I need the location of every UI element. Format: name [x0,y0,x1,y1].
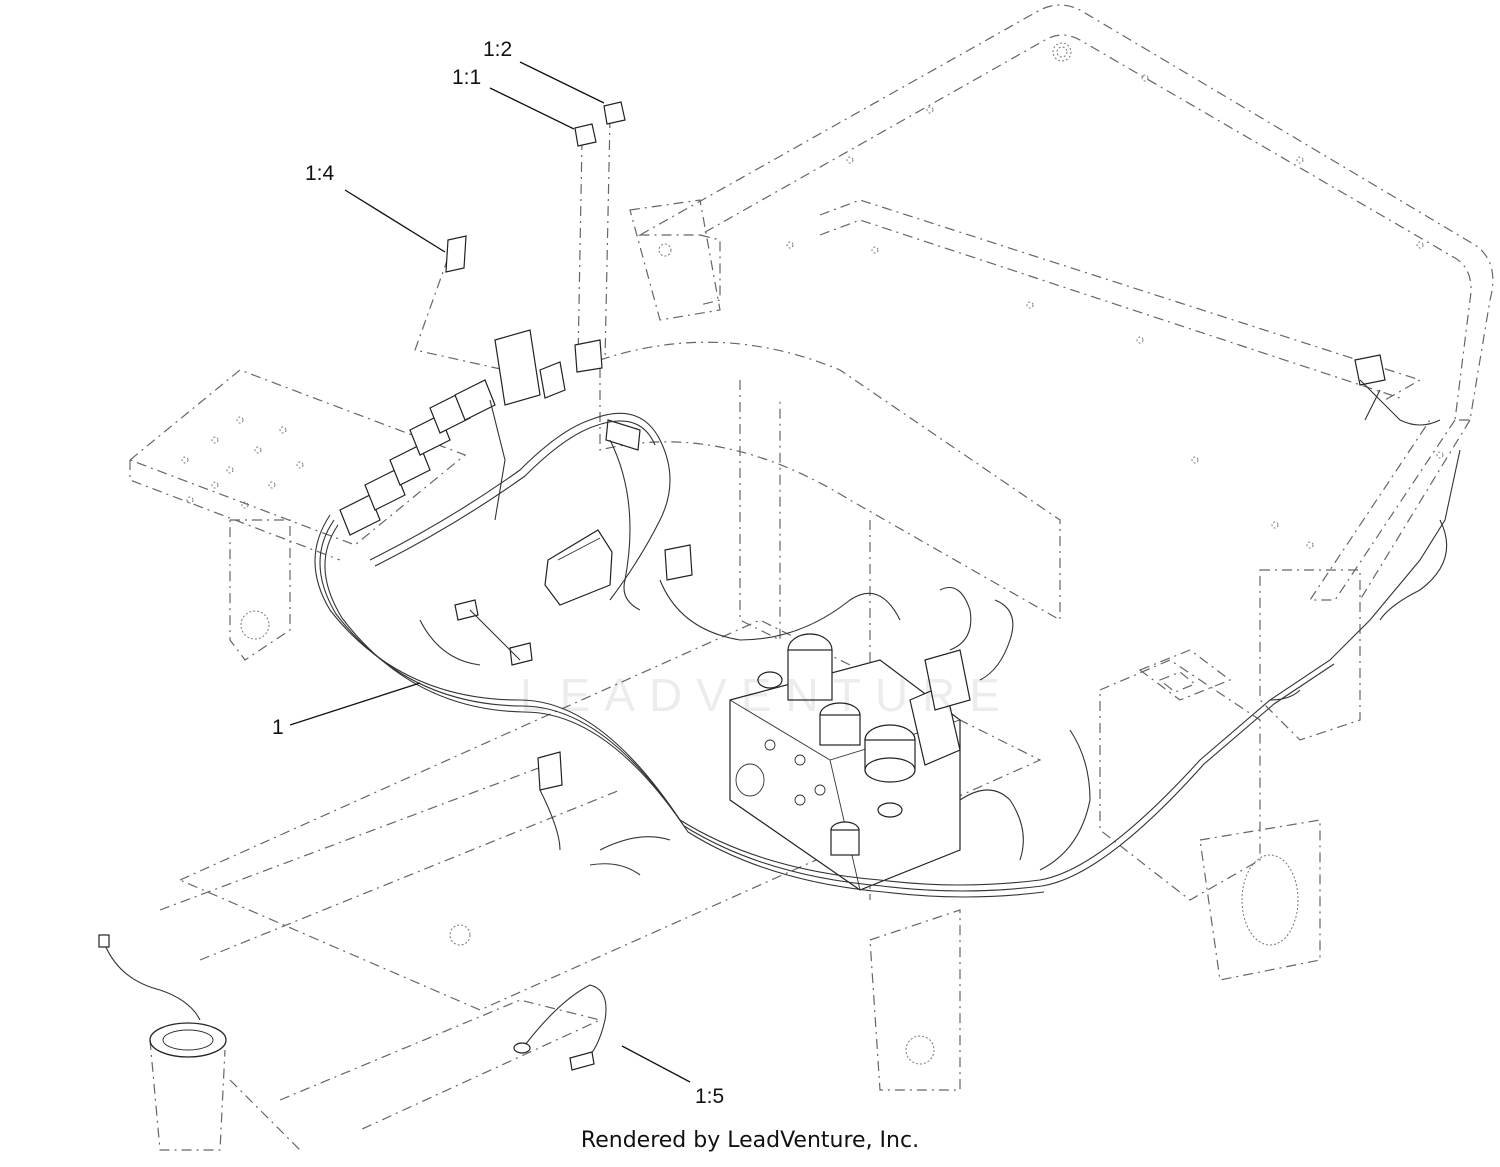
label-part [445,235,467,273]
fuses [574,101,626,147]
callout-1-2: 1:2 [483,38,513,61]
leader-lines [289,61,691,1083]
callout-1-4: 1:4 [305,162,335,185]
callout-1: 1 [272,716,284,739]
watermark-text: LEADVENTURE [520,669,1014,721]
rops-holes [786,74,1444,549]
valve-block [729,633,971,891]
wire-harness [314,379,1461,898]
front-wire [98,934,201,1021]
explosion-lines [414,117,611,371]
callout-1-1: 1:1 [452,66,482,89]
footer-credit: Rendered by LeadVenture, Inc. [580,1128,920,1153]
callout-1-5: 1:5 [695,1085,725,1108]
rops-frame [637,4,1494,601]
relay-bank [339,329,1386,791]
foot-plate-holes [181,416,304,509]
ground-strap [513,984,607,1071]
